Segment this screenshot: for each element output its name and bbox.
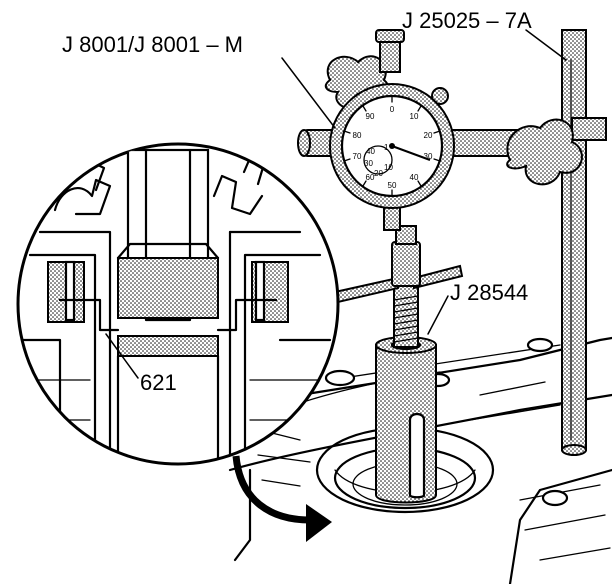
inner-dial-number: 30 [364, 159, 373, 168]
curved-arrow-icon [232, 455, 332, 542]
stand-post [561, 29, 587, 451]
dial-needle [391, 145, 431, 161]
dial-indicator: 0 10 20 30 40 50 60 70 80 90 40 30 20 10… [329, 29, 455, 231]
indicator-label: J 8001/J 8001 – M [62, 32, 243, 57]
dial-number: 80 [353, 131, 362, 140]
revolution-counter [363, 145, 393, 175]
part-label: 621 [140, 370, 177, 395]
stand-clamp [571, 117, 607, 141]
dial-ticks [343, 95, 441, 197]
dial-number: 40 [410, 173, 419, 182]
dial-number: 90 [366, 112, 375, 121]
dial-number: 20 [424, 131, 433, 140]
dial-number: 50 [388, 181, 397, 190]
case-boss [526, 337, 554, 353]
dial-number: 70 [353, 152, 362, 161]
dial-number: 60 [366, 173, 375, 182]
j28544-tool [333, 225, 464, 504]
detail-collar [117, 257, 219, 319]
t-handle-left [333, 276, 399, 304]
detail-view [16, 142, 340, 466]
case-bolt [541, 489, 569, 507]
indicator-stem-top [379, 39, 401, 73]
dial-number: 30 [424, 152, 433, 161]
stand-label: J 25025 – 7A [402, 8, 532, 33]
inner-dial-number: 40 [366, 147, 375, 156]
needle-hub [389, 143, 395, 149]
dial-number: 0 [390, 105, 395, 114]
tool-label: J 28544 [450, 280, 528, 305]
clamp-knob-right [506, 118, 583, 186]
dial-number: 10 [410, 112, 419, 121]
inner-dial-number: 20 [374, 169, 383, 178]
inner-dial-number: 10 [384, 163, 393, 172]
stand-rod [561, 29, 587, 456]
leader-lines [105, 29, 567, 379]
inner-dial-number: 1 [384, 143, 389, 152]
case-boss [324, 369, 356, 387]
